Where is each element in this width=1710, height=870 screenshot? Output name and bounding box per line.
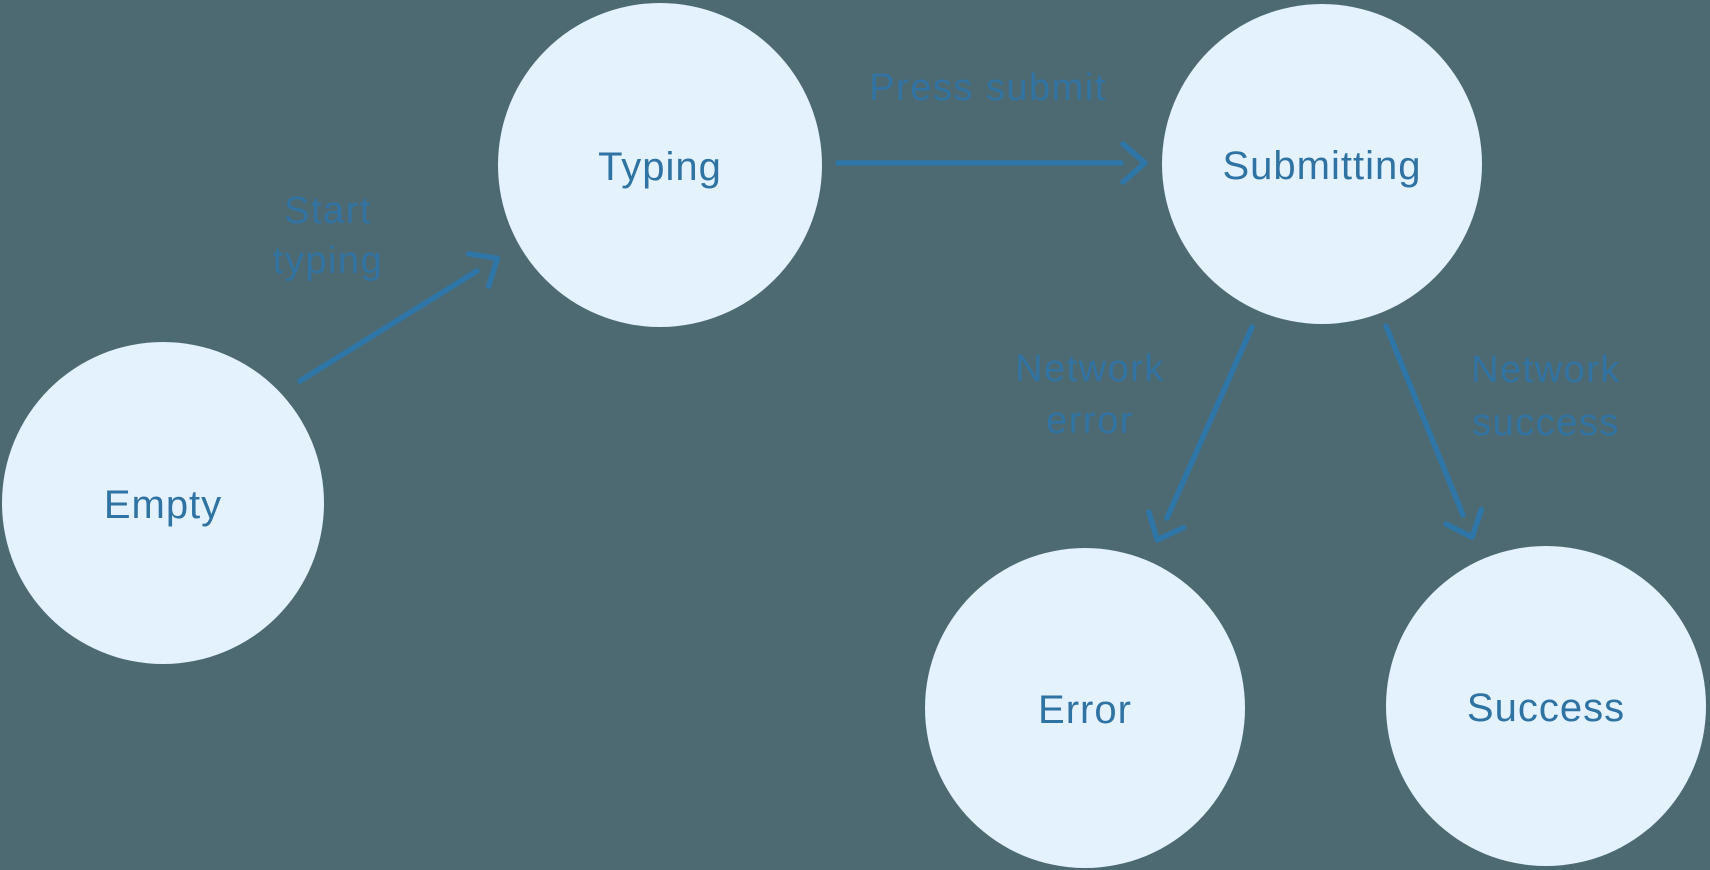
- edge-submitting-to-error: [1146, 324, 1255, 543]
- edge-label-network-error-line1: Network: [1015, 348, 1165, 390]
- node-error-circle: [925, 548, 1245, 868]
- node-empty-label: Empty: [104, 483, 222, 527]
- edge-label-press-submit: Press submit: [869, 67, 1107, 109]
- node-empty-circle: [2, 342, 324, 664]
- edge-label-network-success-line2: success: [1472, 402, 1620, 444]
- node-error-label: Error: [1038, 688, 1132, 732]
- node-success-circle: [1386, 546, 1706, 866]
- edge-submitting-to-success: [1383, 323, 1485, 540]
- node-submitting-label: Submitting: [1223, 144, 1422, 188]
- edge-label-network-success-line1: Network: [1471, 349, 1621, 391]
- node-success: Success: [1386, 546, 1706, 866]
- node-submitting-circle: [1162, 4, 1482, 324]
- edge-label-network-error-line2: error: [1046, 400, 1134, 442]
- node-success-label: Success: [1467, 686, 1625, 730]
- edge-label-start-typing-line1: Start: [284, 190, 372, 232]
- node-typing-label: Typing: [598, 145, 722, 189]
- node-typing-circle: [498, 3, 822, 327]
- node-empty: Empty: [2, 342, 324, 664]
- edge-empty-to-typing: [297, 251, 501, 384]
- node-error: Error: [925, 548, 1245, 868]
- edge-group: [297, 141, 1485, 543]
- node-typing: Typing: [498, 3, 822, 327]
- edge-label-start-typing-line2: typing: [273, 240, 383, 282]
- node-group: Empty Typing Submitting Error Success: [2, 3, 1706, 868]
- node-submitting: Submitting: [1162, 4, 1482, 324]
- edge-label-group: Start typing Press submit Network error …: [273, 67, 1621, 444]
